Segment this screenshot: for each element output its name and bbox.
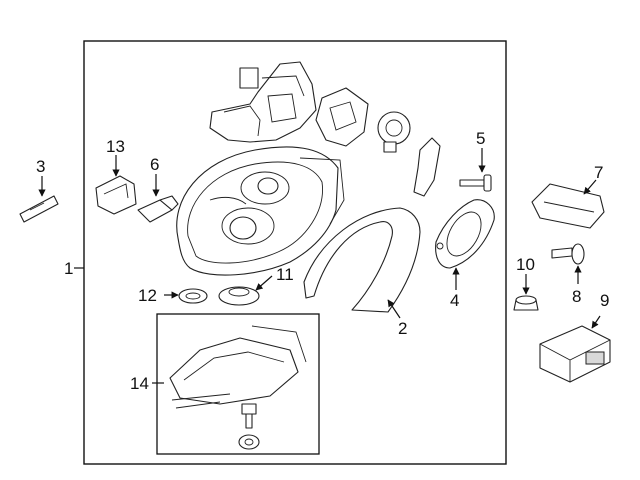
callout-2: 2 (398, 319, 407, 338)
control-unit-9 (539, 325, 611, 383)
leveling-unit-14 (169, 325, 307, 450)
callout-9: 9 (600, 291, 609, 310)
gasket-strip (303, 207, 421, 313)
subassembly-frame (156, 313, 320, 455)
callout-7: 7 (594, 163, 603, 182)
callout-10: 10 (516, 255, 535, 274)
callout-6: 6 (150, 155, 159, 174)
socket-13 (95, 175, 137, 215)
bulb-6 (137, 195, 179, 223)
callout-12: 12 (138, 286, 157, 305)
motor-unit (315, 87, 369, 147)
callout-13: 13 (106, 137, 125, 156)
callout-14: 14 (130, 374, 149, 393)
socket-11 (218, 286, 260, 306)
ring-12 (178, 288, 208, 304)
callout-4: 4 (450, 291, 459, 310)
callout-1: 1 (64, 259, 73, 278)
bolt-8 (551, 243, 585, 265)
callout-5: 5 (476, 129, 485, 148)
leader-9 (591, 315, 601, 329)
bracket-strip (413, 137, 441, 197)
headlamp-housing (176, 146, 345, 276)
lamp-module-top (209, 61, 317, 143)
reflector-plate (435, 199, 495, 269)
nut-10 (513, 295, 539, 311)
leader-11 (255, 275, 273, 291)
callout-3: 3 (36, 157, 45, 176)
callout-11: 11 (276, 265, 294, 284)
leader-2 (387, 299, 401, 319)
bulb-cap (377, 111, 411, 153)
callout-8: 8 (572, 287, 581, 306)
module-7 (531, 183, 605, 229)
screw-5 (459, 174, 492, 192)
leader-7 (583, 179, 597, 195)
assembly-frame (83, 40, 507, 465)
bulb-3 (19, 195, 59, 223)
